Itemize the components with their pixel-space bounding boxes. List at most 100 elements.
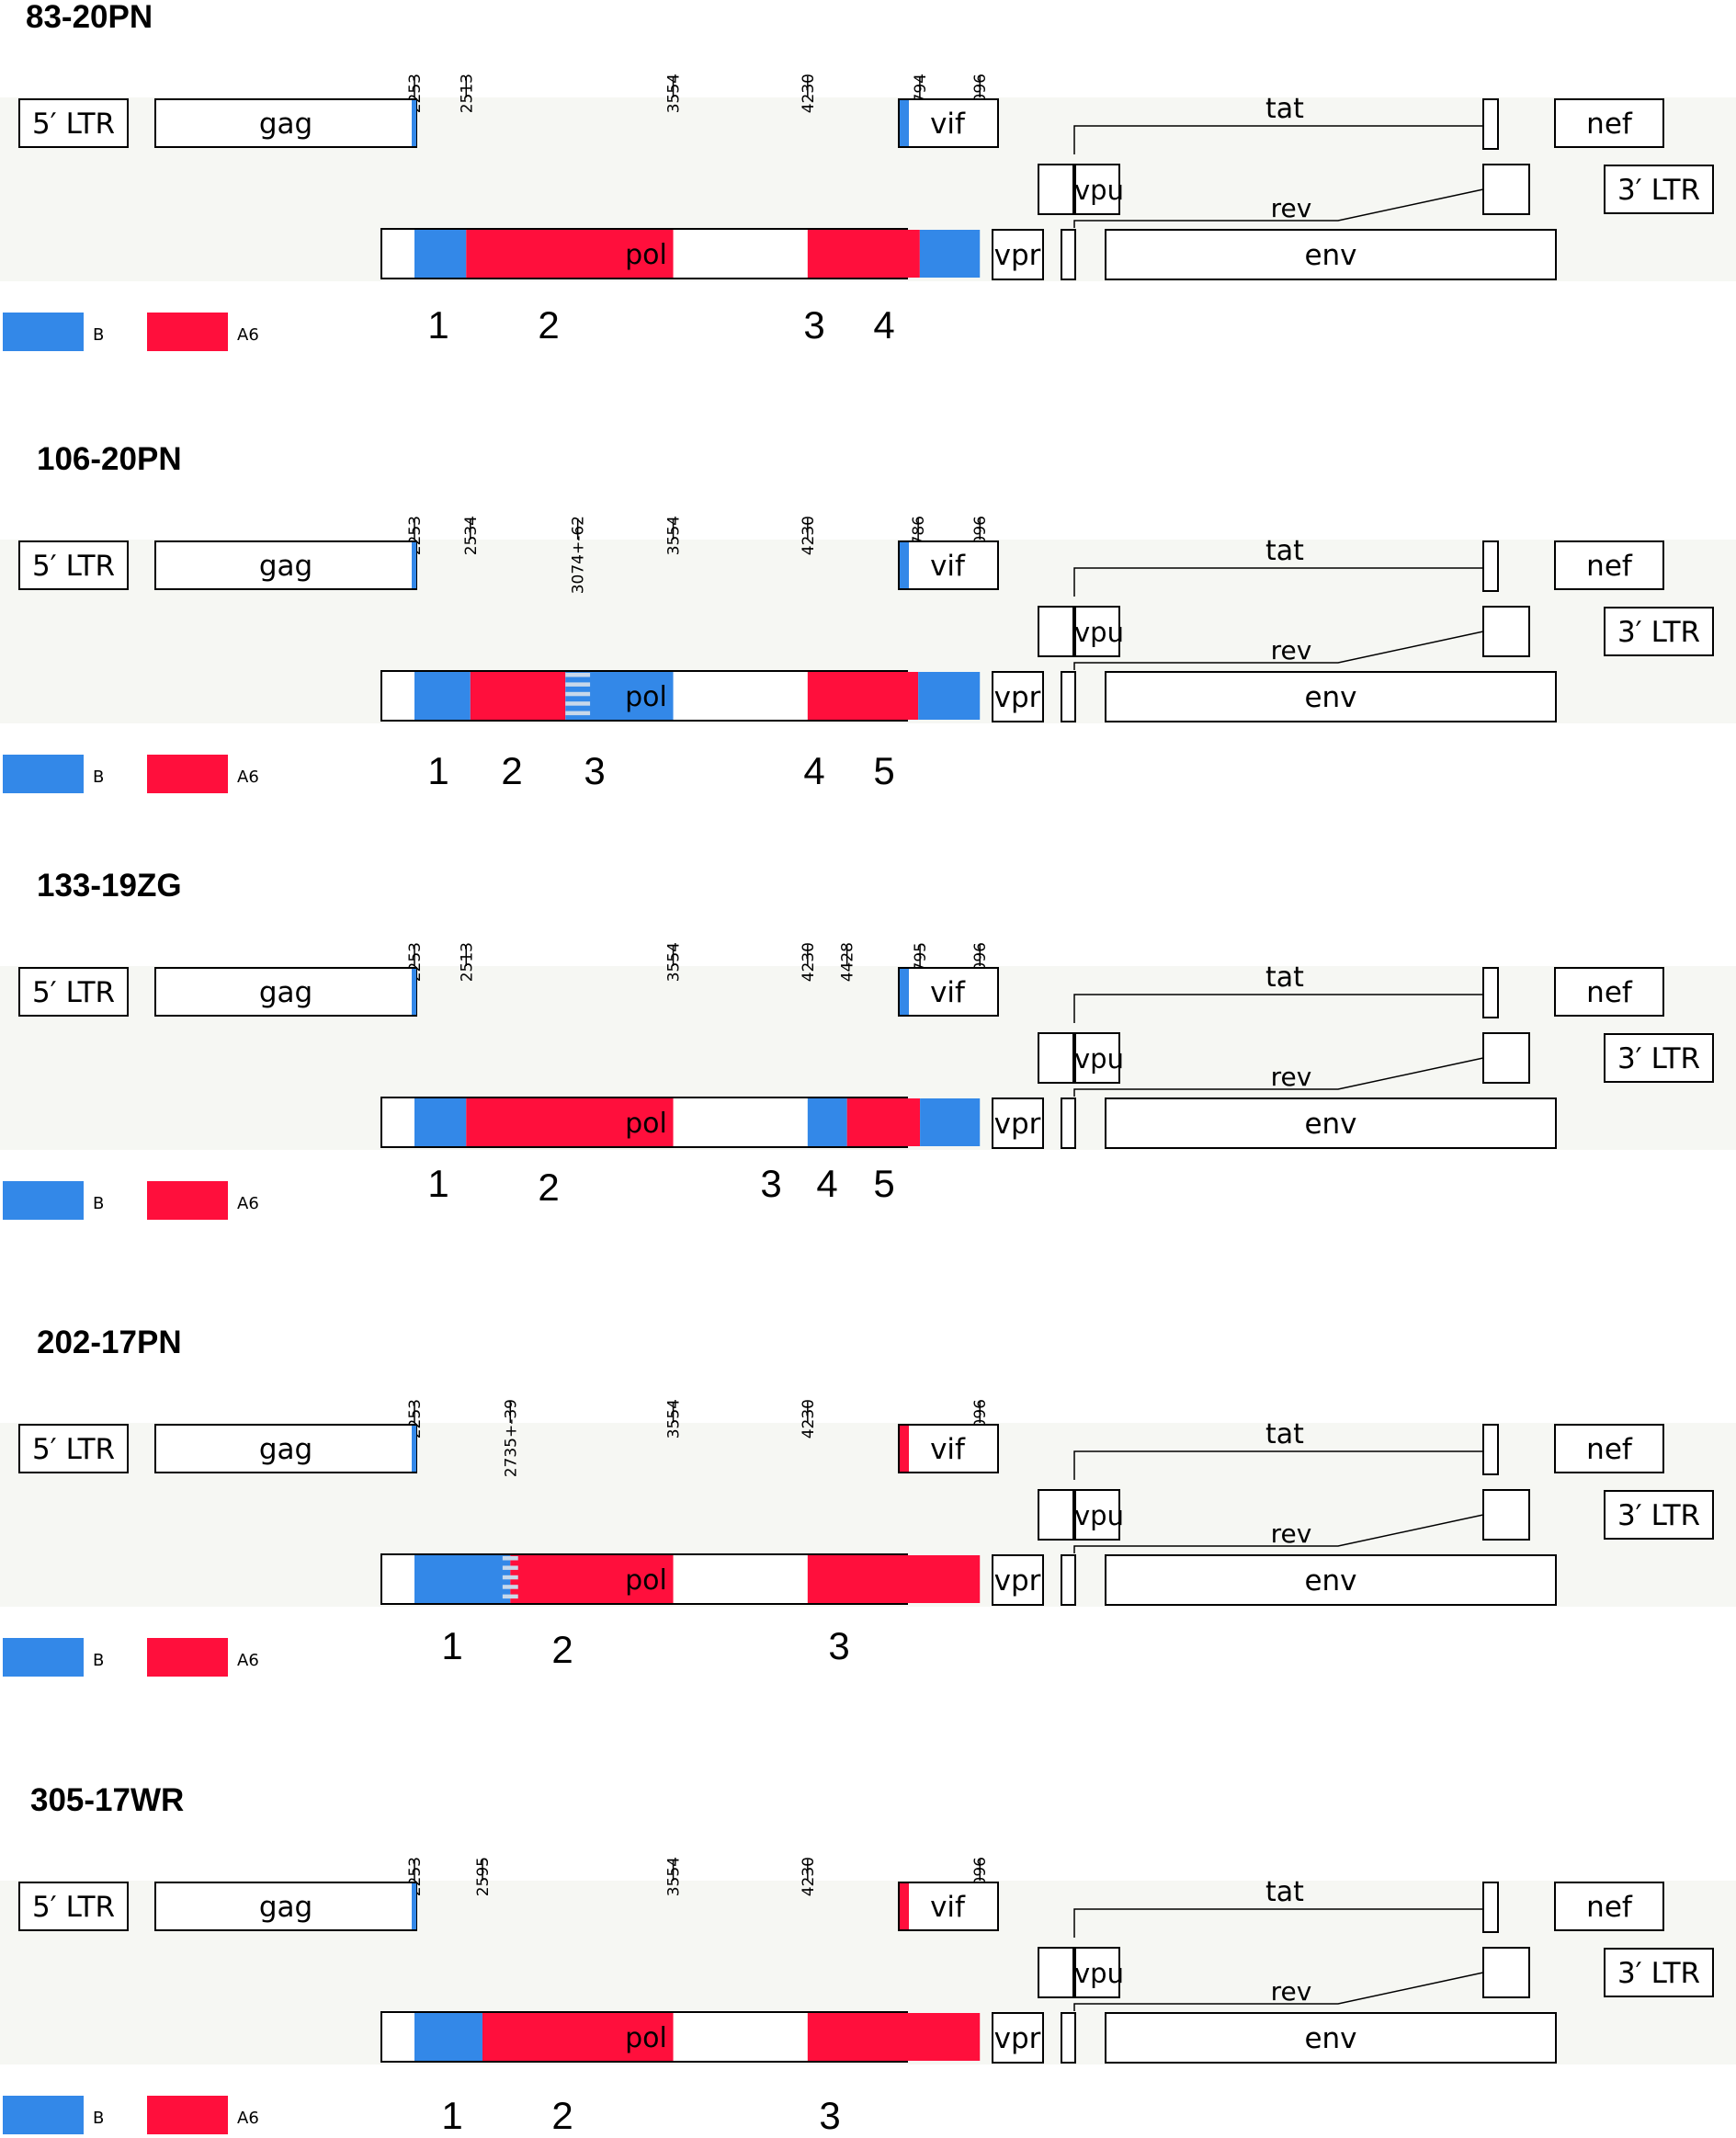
rev-label: rev bbox=[1271, 635, 1312, 665]
legend-swatch-B bbox=[3, 2096, 84, 2134]
vpu-left-box bbox=[1038, 1489, 1074, 1541]
gag-label: gag bbox=[259, 550, 312, 583]
region-number: 5 bbox=[873, 749, 894, 792]
ltr5-label: 5′ LTR bbox=[32, 108, 115, 141]
gag-end-segment bbox=[412, 100, 416, 146]
vpu-left-box bbox=[1038, 606, 1074, 657]
vpu-label: vpu bbox=[1074, 1500, 1124, 1531]
legend-label-B: B bbox=[93, 768, 104, 787]
breakpoint-label: 3554 bbox=[665, 1399, 684, 1439]
legend-label-A6: A6 bbox=[237, 2109, 259, 2128]
tat-splice-line bbox=[1073, 994, 1483, 1023]
breakpoint-label: 4428 bbox=[839, 942, 857, 982]
vif-label: vif bbox=[930, 1433, 966, 1466]
ltr5-box bbox=[18, 1424, 129, 1473]
tat-exon2-box bbox=[1482, 1882, 1499, 1933]
vpu-label: vpu bbox=[1074, 175, 1124, 206]
breakpoint-label: 3554 bbox=[665, 942, 684, 982]
ltr5-label: 5′ LTR bbox=[32, 976, 115, 1009]
ltr5-box bbox=[18, 540, 129, 590]
vpr-label: vpr bbox=[994, 681, 1041, 714]
vpr-box bbox=[992, 229, 1044, 280]
breakpoint-uncertainty-stripe bbox=[565, 673, 591, 677]
breakpoint-label: 2513 bbox=[458, 942, 476, 982]
tat-label: tat bbox=[1265, 1876, 1304, 1908]
nef-box bbox=[1554, 1882, 1664, 1931]
panel-title: 202-17PN bbox=[37, 1325, 182, 1360]
pol-label: pol bbox=[625, 239, 667, 271]
env-label: env bbox=[1304, 1564, 1356, 1598]
breakpoint-uncertainty-stripe bbox=[565, 701, 591, 706]
breakpoint-label: 2595 bbox=[474, 1857, 493, 1896]
pol-segment-B bbox=[807, 1098, 847, 1146]
region-number: 3 bbox=[819, 2094, 840, 2137]
region-number: 5 bbox=[873, 1162, 894, 1205]
rev-exon2-box bbox=[1482, 1947, 1530, 1998]
pol-segment-B bbox=[414, 230, 467, 278]
vpr-label: vpr bbox=[994, 239, 1041, 272]
region-number: 4 bbox=[816, 1162, 837, 1205]
ltr3-box bbox=[1604, 1033, 1714, 1083]
rev-splice-line bbox=[1073, 188, 1484, 228]
vpu-box bbox=[1074, 164, 1120, 215]
rev-label: rev bbox=[1271, 193, 1312, 223]
vpu-left-box bbox=[1038, 1947, 1074, 1998]
ltr3-box bbox=[1604, 607, 1714, 656]
vpr-small-box bbox=[1061, 229, 1076, 280]
vif-label: vif bbox=[930, 550, 966, 583]
vpu-box bbox=[1074, 1032, 1120, 1084]
breakpoint-label: 2534 bbox=[462, 516, 481, 555]
env-label: env bbox=[1304, 1108, 1356, 1141]
legend-label-A6: A6 bbox=[237, 1651, 259, 1670]
region-number: 4 bbox=[873, 303, 894, 347]
rev-label: rev bbox=[1271, 1062, 1312, 1092]
ltr3-label: 3′ LTR bbox=[1617, 1042, 1700, 1075]
vif-label: vif bbox=[930, 1891, 966, 1924]
vif-start-segment bbox=[900, 542, 909, 588]
vpr-box bbox=[992, 2012, 1044, 2064]
region-number: 1 bbox=[427, 1162, 448, 1205]
ltr5-label: 5′ LTR bbox=[32, 1891, 115, 1924]
nef-box bbox=[1554, 540, 1664, 590]
tat-splice-line bbox=[1073, 1908, 1483, 1938]
region-number: 3 bbox=[760, 1162, 781, 1205]
legend-label-A6: A6 bbox=[237, 325, 259, 345]
breakpoint-uncertainty-stripe bbox=[565, 711, 591, 716]
vif-box bbox=[898, 1882, 999, 1931]
panel-title: 106-20PN bbox=[37, 441, 182, 477]
vpu-box bbox=[1074, 1489, 1120, 1541]
panel-title: 133-19ZG bbox=[37, 868, 182, 904]
nef-box bbox=[1554, 98, 1664, 148]
vif-label: vif bbox=[930, 976, 966, 1009]
env-label: env bbox=[1304, 239, 1356, 272]
breakpoint-label: 3554 bbox=[665, 1857, 684, 1896]
legend-label-B: B bbox=[93, 325, 104, 345]
vif-box bbox=[898, 98, 999, 148]
ltr3-box bbox=[1604, 1948, 1714, 1997]
tat-exon2-box bbox=[1482, 967, 1499, 1018]
breakpoint-uncertainty-stripe bbox=[565, 691, 591, 697]
region-number: 3 bbox=[584, 749, 605, 792]
vif-start-segment bbox=[900, 969, 909, 1015]
rev-label: rev bbox=[1271, 1518, 1312, 1549]
nef-label: nef bbox=[1586, 1891, 1633, 1924]
legend-swatch-A6 bbox=[147, 1638, 228, 1677]
breakpoint-label: 2513 bbox=[458, 74, 476, 113]
pol-segment-A6 bbox=[846, 1098, 921, 1146]
pol-segment-B bbox=[920, 1098, 981, 1146]
rev-splice-line bbox=[1073, 1057, 1484, 1097]
rev-exon2-box bbox=[1482, 164, 1530, 215]
tat-splice-line bbox=[1073, 567, 1483, 597]
pol-segment-B bbox=[918, 672, 981, 720]
env-label: env bbox=[1304, 2022, 1356, 2055]
legend-label-A6: A6 bbox=[237, 1194, 259, 1213]
gag-label: gag bbox=[259, 1891, 312, 1924]
legend-swatch-A6 bbox=[147, 1181, 228, 1220]
region-number: 1 bbox=[441, 1624, 462, 1667]
panel-title: 305-17WR bbox=[30, 1782, 184, 1818]
legend-label-B: B bbox=[93, 2109, 104, 2128]
ltr3-label: 3′ LTR bbox=[1617, 174, 1700, 207]
